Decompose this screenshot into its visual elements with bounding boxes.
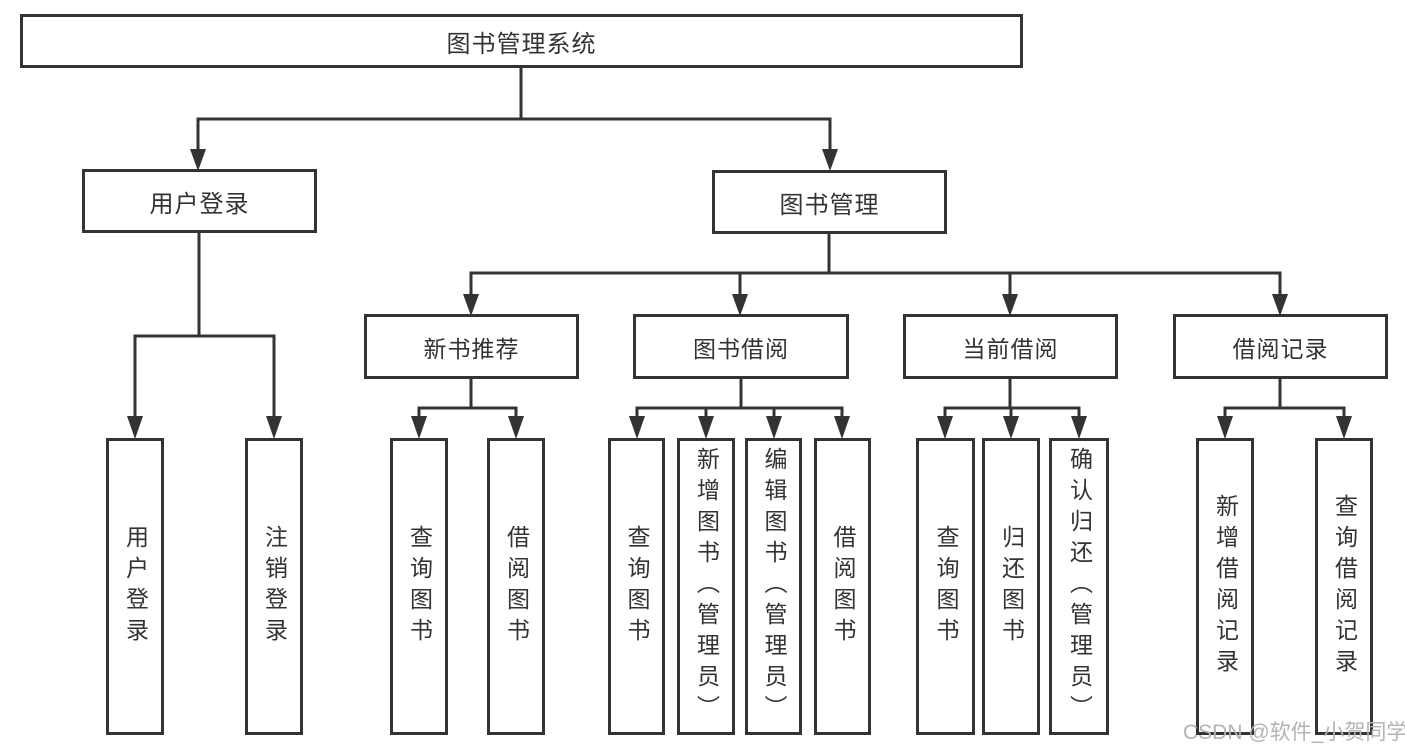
leaf-query-books-recommend: 查询图书 — [390, 438, 448, 735]
leaf-add-book-admin: 新增图书（管理员） — [677, 438, 735, 735]
leaf-label: 新增借阅记录 — [1212, 493, 1239, 680]
leaf-label: 注销登录 — [261, 524, 288, 649]
node-label: 用户登录 — [149, 190, 250, 218]
node-label: 图书借阅 — [693, 335, 789, 362]
leaf-label: 查询图书 — [624, 524, 650, 649]
csdn-watermark: CSDN @软件_小贺同学 — [1183, 721, 1405, 744]
node-borrowing-records: 借阅记录 — [1173, 314, 1388, 379]
node-book-borrowing: 图书借阅 — [633, 314, 849, 379]
leaf-label: 确认归还（管理员） — [1066, 447, 1093, 726]
leaf-user-login: 用户登录 — [106, 438, 164, 735]
leaf-label: 借阅图书 — [503, 524, 530, 649]
leaf-add-borrow-record: 新增借阅记录 — [1196, 438, 1254, 735]
node-user-login: 用户登录 — [82, 169, 317, 233]
leaf-query-borrow-record: 查询借阅记录 — [1315, 438, 1373, 735]
node-label: 借阅记录 — [1232, 335, 1329, 362]
leaf-query-books-borrow: 查询图书 — [608, 438, 665, 735]
node-library-management-system: 图书管理系统 — [20, 14, 1023, 68]
leaf-borrow-books-recommend: 借阅图书 — [487, 438, 545, 735]
node-book-management: 图书管理 — [712, 170, 947, 234]
leaf-label: 查询借阅记录 — [1331, 493, 1358, 680]
leaf-logout: 注销登录 — [245, 438, 303, 735]
leaf-query-books-current: 查询图书 — [916, 438, 975, 735]
leaf-label: 查询图书 — [406, 524, 433, 649]
node-label: 新书推荐 — [423, 335, 520, 362]
leaf-label: 编辑图书（管理员） — [761, 447, 787, 726]
leaf-label: 用户登录 — [122, 524, 149, 649]
node-label: 当前借阅 — [962, 335, 1059, 362]
leaf-label: 查询图书 — [933, 524, 959, 649]
node-label: 图书管理系统 — [446, 30, 597, 58]
leaf-borrow-books: 借阅图书 — [814, 438, 871, 735]
leaf-label: 归还图书 — [998, 524, 1025, 649]
leaf-return-book: 归还图书 — [982, 438, 1040, 735]
leaf-edit-book-admin: 编辑图书（管理员） — [745, 438, 802, 735]
leaf-confirm-return-admin: 确认归还（管理员） — [1049, 438, 1109, 735]
node-label: 图书管理 — [779, 191, 880, 219]
leaf-label: 新增图书（管理员） — [693, 447, 720, 726]
node-new-book-recommendation: 新书推荐 — [364, 314, 579, 379]
leaf-label: 借阅图书 — [830, 524, 856, 649]
node-current-borrowing: 当前借阅 — [903, 314, 1118, 379]
